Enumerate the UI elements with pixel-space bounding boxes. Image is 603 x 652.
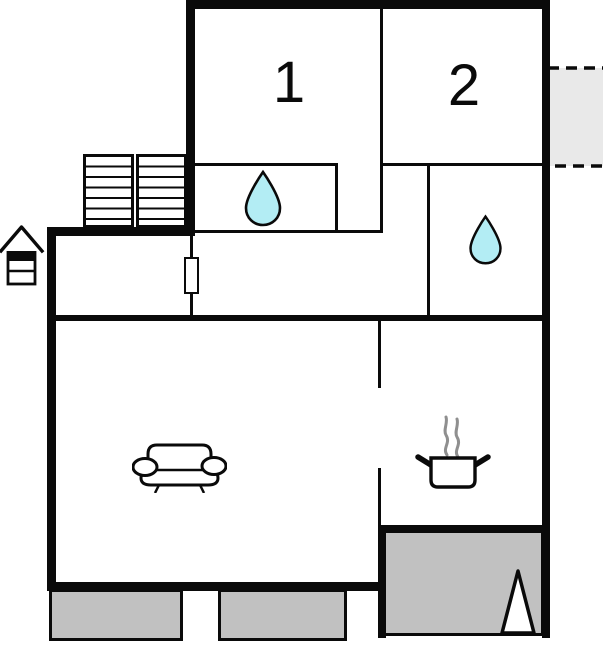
wall xyxy=(378,525,546,533)
steam-icon xyxy=(443,415,461,459)
tree-icon xyxy=(500,569,536,635)
cooking-pot-icon xyxy=(415,415,491,489)
wall xyxy=(378,468,381,525)
water-drop-icon xyxy=(244,169,282,227)
shed-icon xyxy=(0,225,45,286)
wall xyxy=(195,230,383,233)
door xyxy=(184,257,199,294)
wall xyxy=(47,582,382,591)
wall xyxy=(383,163,542,166)
wall xyxy=(378,525,386,638)
wall xyxy=(380,9,383,233)
wall xyxy=(335,163,338,233)
wall xyxy=(542,0,550,638)
stairs-icon xyxy=(83,154,134,228)
balcony-area xyxy=(546,66,603,168)
wall xyxy=(51,315,546,321)
water-drop-icon xyxy=(469,214,502,265)
wall xyxy=(186,0,550,9)
wall xyxy=(427,166,430,315)
wall xyxy=(47,227,195,236)
stairs-icon xyxy=(136,154,187,228)
wall xyxy=(47,227,56,590)
patio-right xyxy=(218,589,347,641)
room-1-label: 1 xyxy=(272,50,306,115)
wall xyxy=(186,0,195,236)
sofa-icon xyxy=(132,443,227,493)
wall xyxy=(195,163,337,166)
patio-left xyxy=(49,589,183,641)
room-2-label: 2 xyxy=(447,53,481,118)
wall xyxy=(378,320,381,388)
